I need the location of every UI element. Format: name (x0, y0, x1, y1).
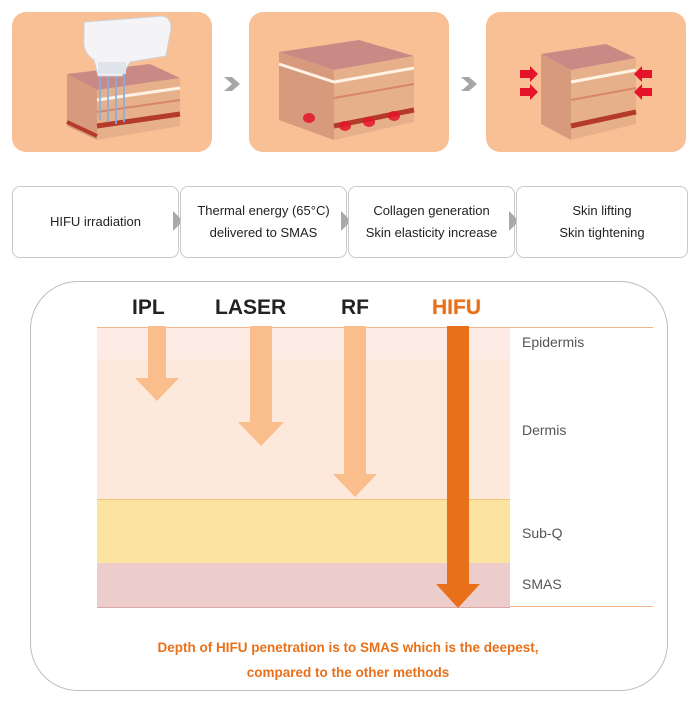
step-arrow-icon (509, 211, 519, 231)
method-ipl: IPL (132, 296, 165, 319)
skin-heated-icon (278, 40, 415, 140)
label-epidermis: Epidermis (522, 334, 585, 350)
chevron-right-icon (224, 77, 240, 91)
label-smas: SMAS (522, 576, 562, 592)
laser-arrow (238, 326, 284, 446)
step-line: Thermal energy (65°C) (197, 203, 330, 218)
conclusion-note-line2: compared to the other methods (246, 665, 450, 680)
step-line: Skin elasticity increase (365, 225, 498, 240)
step-line: delivered to SMAS (209, 225, 318, 240)
chevron-right-icon (461, 77, 477, 91)
step-thermal-energy: Thermal energy (65°C) delivered to SMAS (180, 186, 347, 258)
step-arrow-icon (173, 211, 183, 231)
step-collagen-generation: Collagen generation Skin elasticity incr… (348, 186, 515, 258)
label-subq: Sub-Q (522, 525, 563, 541)
step-line: HIFU irradiation (49, 214, 142, 229)
layer-divider (510, 606, 653, 607)
layer-subq (97, 499, 510, 564)
layer-divider (510, 327, 653, 328)
skin-tightened-icon (520, 44, 652, 140)
step-line: Collagen generation (373, 203, 490, 218)
hifu-device-panel (12, 12, 212, 152)
method-hifu: HIFU (432, 296, 481, 319)
step-line: Skin lifting (572, 203, 632, 218)
method-laser: LASER (215, 296, 287, 319)
step-hifu-irradiation: HIFU irradiation (12, 186, 179, 258)
hifu-handpiece-icon (66, 15, 181, 140)
label-dermis: Dermis (522, 422, 567, 438)
hifu-arrow (436, 326, 480, 608)
ipl-arrow (135, 326, 179, 401)
tightening-panel (486, 12, 686, 152)
step-skin-lifting: Skin lifting Skin tightening (516, 186, 688, 258)
conclusion-note-line1: Depth of HIFU penetration is to SMAS whi… (157, 640, 539, 655)
step-line: Skin tightening (559, 225, 645, 240)
heating-panel (249, 12, 449, 152)
step-arrow-icon (341, 211, 351, 231)
method-rf: RF (341, 296, 369, 319)
rf-arrow (333, 326, 377, 497)
